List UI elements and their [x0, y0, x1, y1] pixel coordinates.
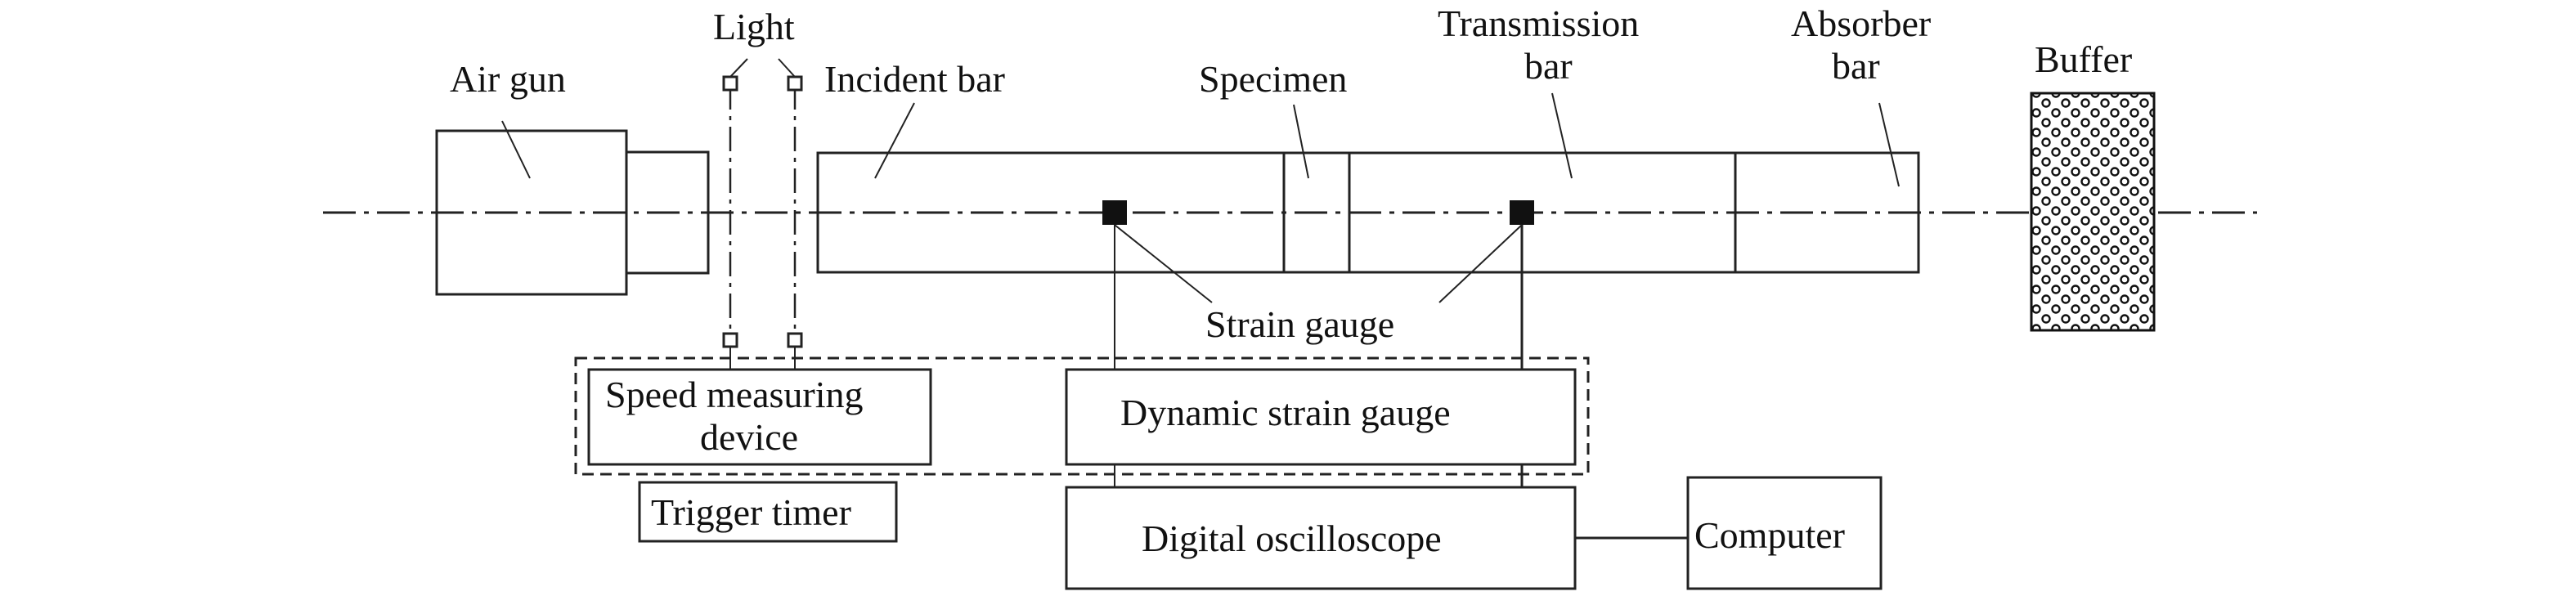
light-label: Light — [713, 6, 795, 47]
trigger-timer-enclosure — [574, 356, 1590, 476]
speed-measuring-device — [587, 368, 932, 466]
air-gun — [435, 120, 710, 296]
strain-gauge-transmission — [1510, 200, 1534, 225]
buffer — [2030, 92, 2156, 332]
trigger-timer-label: Trigger timer — [651, 491, 851, 533]
strain-gauge-label: Strain gauge — [1205, 303, 1394, 345]
speed-device-label-line2: device — [700, 416, 798, 458]
absorber-bar-label-line1: Absorber — [1791, 2, 1931, 44]
light-beams — [722, 58, 803, 371]
dynamic-strain-gauge — [1065, 368, 1577, 466]
digital-oscilloscope-label: Digital oscilloscope — [1142, 518, 1442, 559]
buffer-label: Buffer — [2035, 38, 2132, 80]
transmission-bar-label-line1: Transmission — [1438, 2, 1639, 44]
computer — [1686, 476, 1883, 590]
absorber-bar — [1734, 151, 1920, 274]
computer-label: Computer — [1694, 514, 1845, 556]
trigger-timer — [638, 481, 898, 543]
speed-device-label-line1: Speed measuring — [605, 374, 864, 415]
strain-gauge-incident — [1102, 200, 1127, 225]
incident-bar-label: Incident bar — [824, 58, 1005, 100]
specimen-label: Specimen — [1199, 58, 1347, 100]
air-gun-label: Air gun — [450, 58, 566, 100]
dynamic-strain-gauge-label: Dynamic strain gauge — [1120, 392, 1451, 433]
transmission-bar-label-line2: bar — [1524, 45, 1573, 87]
digital-oscilloscope — [1065, 486, 1577, 590]
absorber-bar-label-line2: bar — [1832, 45, 1880, 87]
